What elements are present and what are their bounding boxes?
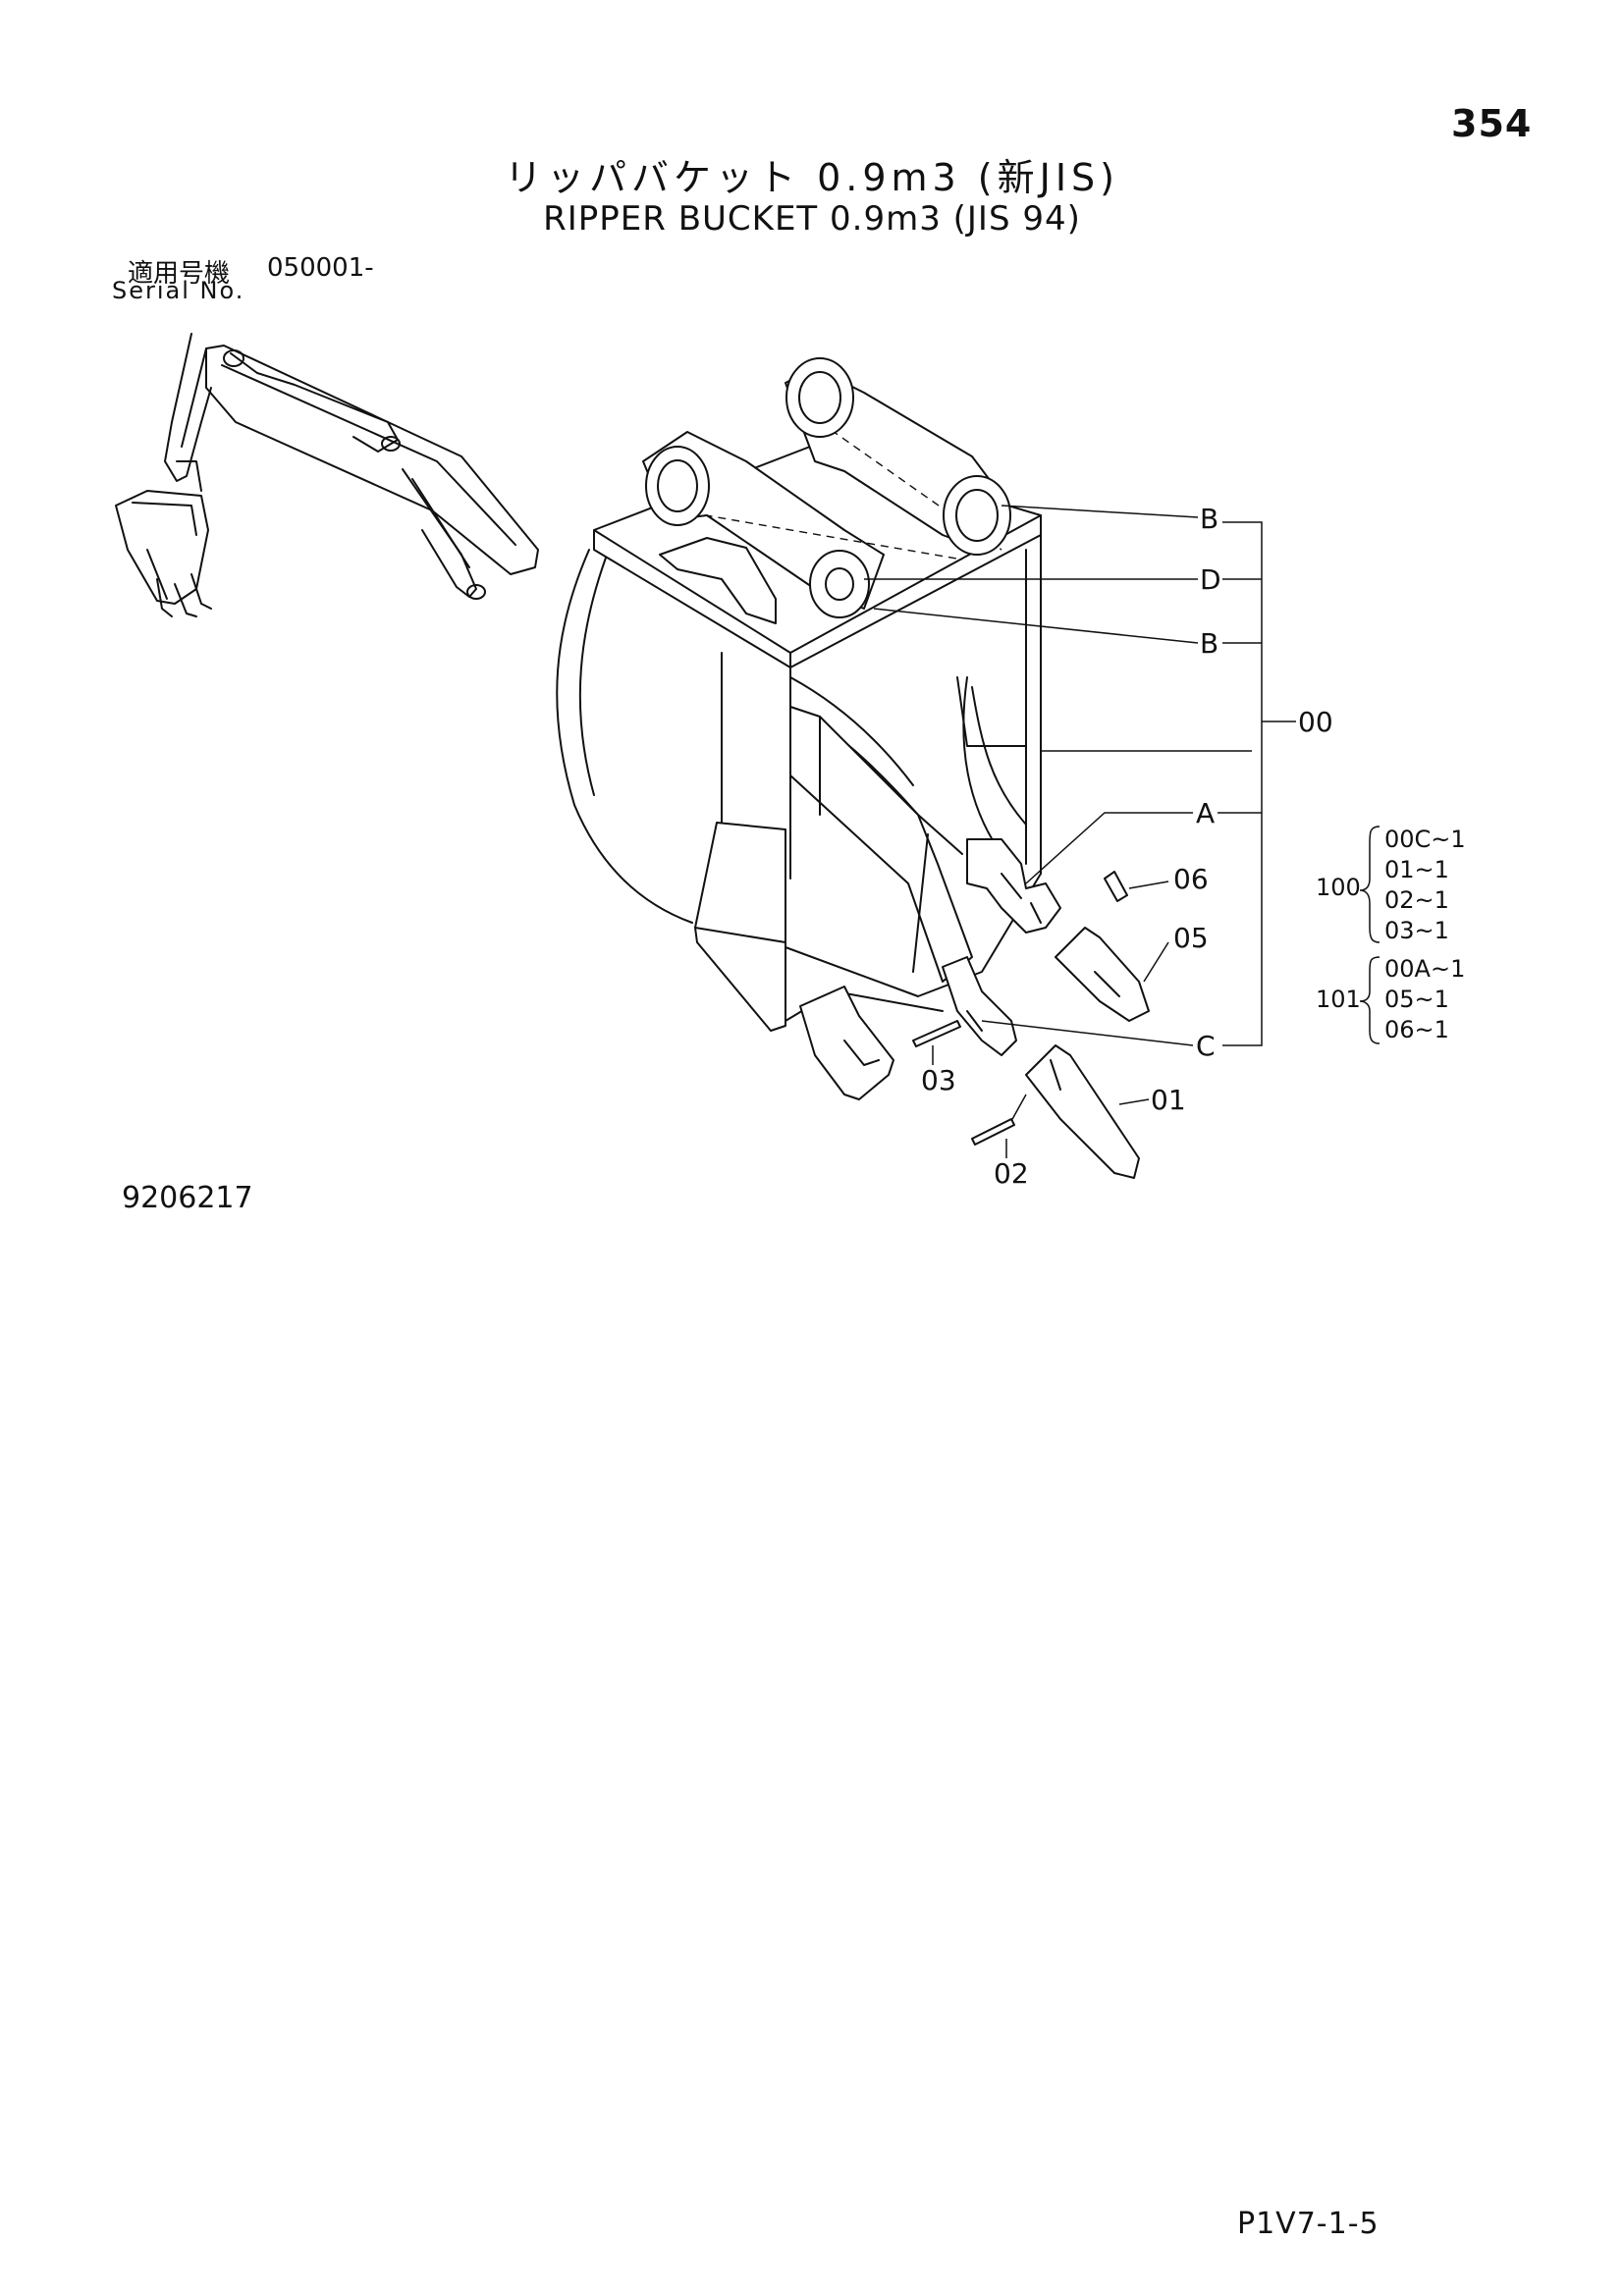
- kit-item: 03~1: [1384, 917, 1449, 944]
- kit-101: 101 00A~1 05~1 06~1: [1316, 955, 1465, 1044]
- callout-part-05: 05: [1173, 922, 1209, 954]
- serial-label-english: Serial No.: [112, 277, 245, 304]
- part-01-tooth-illustration: [1025, 1044, 1140, 1179]
- callout-assembly-00: 00: [1298, 706, 1333, 738]
- tooth-left-mounted: [799, 986, 894, 1100]
- callout-part-06: 06: [1173, 863, 1209, 895]
- part-06-pin-illustration: [1104, 871, 1128, 902]
- kit-item: 06~1: [1384, 1016, 1449, 1043]
- callout-B-mid: B: [1200, 627, 1218, 660]
- serial-label-japanese: 適用号機: [128, 259, 231, 289]
- excavator-thumbnail-illustration: [115, 333, 539, 617]
- callout-A: A: [1196, 797, 1215, 829]
- part-02-pin-illustration: [971, 1094, 1027, 1146]
- title-japanese: リッパバケット 0.9m3 (新JIS): [505, 156, 1119, 199]
- drawing-number: 9206217: [122, 1181, 253, 1215]
- serial-number-value: 050001-: [267, 253, 374, 283]
- kit-item: 00A~1: [1384, 955, 1465, 983]
- callout-part-03: 03: [921, 1064, 956, 1096]
- callout-C: C: [1196, 1030, 1216, 1062]
- adapter-right-mounted: [966, 838, 1061, 934]
- leader-lines: [864, 505, 1296, 1158]
- bucket-boss-left: [645, 446, 710, 526]
- kit-number: 100: [1316, 874, 1361, 901]
- ripper-bucket-illustration: [556, 357, 1061, 1100]
- footer-code: P1V7-1-5: [1237, 2207, 1380, 2241]
- bucket-boss-top: [785, 357, 854, 438]
- kit-item: 00C~1: [1384, 826, 1466, 853]
- kit-item: 01~1: [1384, 856, 1449, 883]
- page-number: 354: [1451, 102, 1533, 145]
- callout-part-02: 02: [994, 1157, 1029, 1190]
- tooth-centre-mounted: [942, 956, 1017, 1056]
- bucket-boss-front: [809, 550, 870, 618]
- kit-100: 100 00C~1 01~1 02~1 03~1: [1316, 826, 1466, 944]
- callout-B-top: B: [1200, 503, 1218, 535]
- part-05-tooth-illustration: [1055, 927, 1150, 1022]
- callout-D: D: [1200, 563, 1221, 596]
- part-03-pin-illustration: [912, 1020, 961, 1047]
- kit-item: 02~1: [1384, 886, 1449, 914]
- kit-item: 05~1: [1384, 986, 1449, 1013]
- callout-part-01: 01: [1151, 1084, 1186, 1116]
- kit-number: 101: [1316, 986, 1361, 1013]
- bucket-boss-right: [943, 475, 1011, 556]
- title-english: RIPPER BUCKET 0.9m3 (JIS 94): [543, 199, 1081, 239]
